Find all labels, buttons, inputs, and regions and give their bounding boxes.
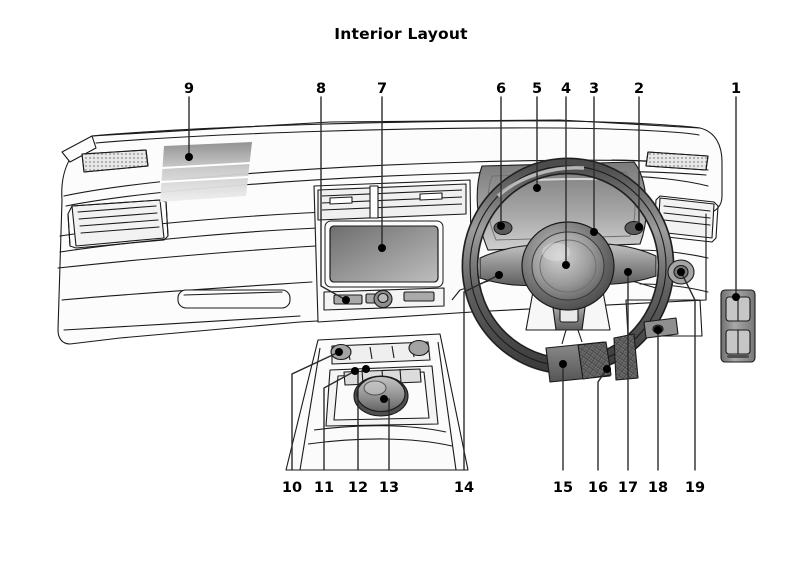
center-vent-divider xyxy=(369,185,379,219)
pedal-arm xyxy=(561,329,583,345)
vent-slider-right xyxy=(419,192,443,201)
right-lower-dash xyxy=(635,249,709,259)
dot-17 xyxy=(624,268,632,276)
leader-14 xyxy=(463,274,500,471)
callout-number-18: 18 xyxy=(647,480,669,496)
left-defroster-outline xyxy=(81,149,149,173)
callout-dots xyxy=(185,153,740,403)
right-side-defroster xyxy=(645,151,709,171)
accelerator-pedal xyxy=(613,333,639,381)
console-front-edge-2 xyxy=(307,438,453,447)
right-lower-dash-2 xyxy=(639,283,709,293)
mid-dash-line-2 xyxy=(59,227,319,253)
console-upper-tray xyxy=(330,339,431,365)
callout-number-8: 8 xyxy=(315,81,327,97)
power-window-switch-panel xyxy=(720,289,756,363)
vent-slider-left xyxy=(329,196,353,205)
climate-button-right xyxy=(403,291,435,302)
passenger-dash-bottom-2 xyxy=(63,315,301,331)
callout-number-11: 11 xyxy=(313,480,335,496)
left-a-pillar xyxy=(61,135,97,163)
dot-4 xyxy=(562,261,570,269)
callout-number-7: 7 xyxy=(376,81,388,97)
leader-19 xyxy=(680,271,696,471)
dot-11 xyxy=(351,367,359,375)
leader-10 xyxy=(291,351,340,471)
infotainment-display-screen xyxy=(324,220,444,288)
console-tunnel-left xyxy=(299,347,321,471)
leader-8 xyxy=(320,96,347,301)
dot-5 xyxy=(533,184,541,192)
callout-number-14: 14 xyxy=(453,480,475,496)
callout-number-17: 17 xyxy=(617,480,639,496)
dot-18 xyxy=(654,326,662,334)
center-air-vents xyxy=(317,183,467,221)
callout-leader-lines xyxy=(188,96,737,471)
left-side-air-vent xyxy=(67,199,169,249)
callout-number-5: 5 xyxy=(531,81,543,97)
upper-dash-crease-2 xyxy=(65,170,707,207)
dot-2 xyxy=(635,223,643,231)
callout-number-15: 15 xyxy=(552,480,574,496)
dot-8 xyxy=(342,296,350,304)
dot-7 xyxy=(378,244,386,252)
brake-pedal xyxy=(545,341,612,383)
dot-13 xyxy=(380,395,388,403)
console-knob-right xyxy=(408,339,430,357)
dot-10 xyxy=(335,348,343,356)
callout-number-3: 3 xyxy=(588,81,600,97)
dot-19 xyxy=(677,268,685,276)
dot-1 xyxy=(732,293,740,301)
glove-box-highlight xyxy=(183,291,283,296)
gear-shift-knob xyxy=(353,375,409,417)
callout-number-19: 19 xyxy=(684,480,706,496)
cowl-second-line xyxy=(95,127,700,144)
leader-16 xyxy=(597,368,608,471)
pedals xyxy=(545,329,639,383)
dot-9 xyxy=(185,153,193,161)
callout-number-16: 16 xyxy=(587,480,609,496)
dot-14 xyxy=(495,271,503,279)
climate-control-panel xyxy=(323,287,445,311)
dot-6 xyxy=(497,222,505,230)
callout-number-4: 4 xyxy=(560,81,572,97)
dot-3 xyxy=(590,228,598,236)
dot-16 xyxy=(603,365,611,373)
center-stack xyxy=(313,179,473,323)
callout-number-10: 10 xyxy=(281,480,303,496)
callout-number-13: 13 xyxy=(378,480,400,496)
callout-number-9: 9 xyxy=(183,81,195,97)
callout-number-6: 6 xyxy=(495,81,507,97)
dot-15 xyxy=(559,360,567,368)
cowl-top-line xyxy=(91,120,701,137)
passenger-lower-dash xyxy=(57,245,317,269)
callout-number-2: 2 xyxy=(633,81,645,97)
callout-number-12: 12 xyxy=(347,480,369,496)
console-front-edge xyxy=(313,425,447,433)
callout-number-1: 1 xyxy=(730,81,742,97)
leader-11 xyxy=(323,370,356,471)
console-tunnel-right xyxy=(437,341,457,471)
center-console xyxy=(285,333,469,471)
dot-12 xyxy=(362,365,370,373)
passenger-airbag-panel xyxy=(159,142,252,202)
page-title: Interior Layout xyxy=(334,25,468,43)
